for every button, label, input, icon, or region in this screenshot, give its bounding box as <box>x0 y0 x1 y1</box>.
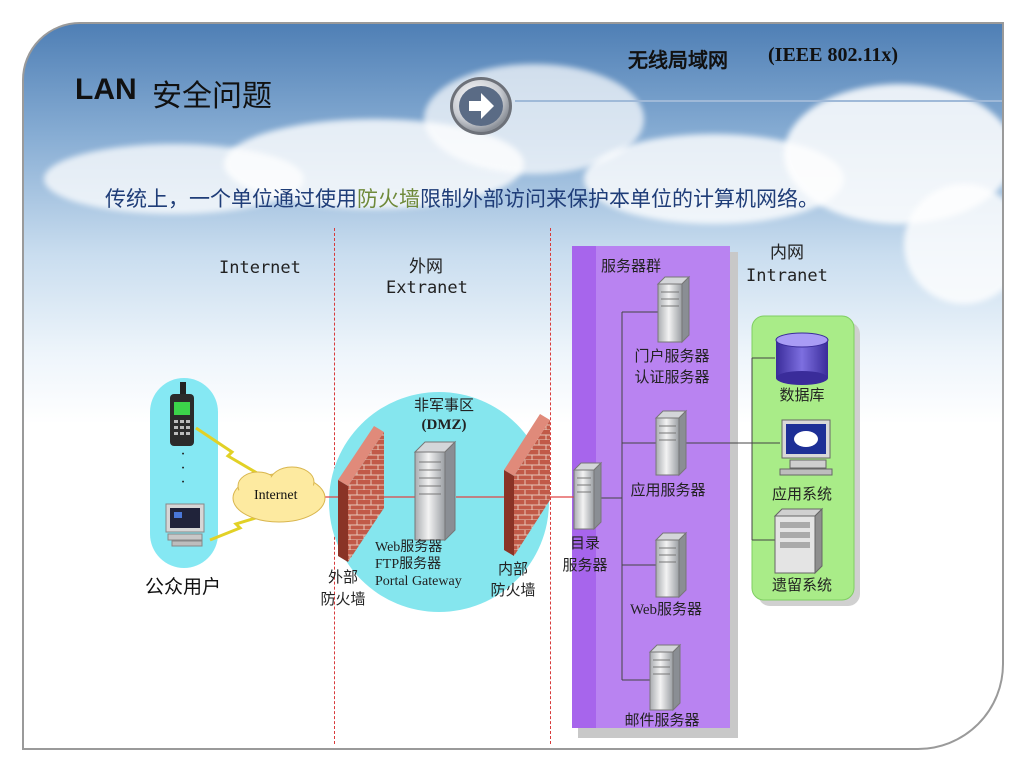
header-rule <box>515 100 1002 102</box>
database-icon <box>775 332 829 385</box>
zone-extranet-en: Extranet <box>386 278 468 298</box>
app-system-monitor-icon <box>779 419 833 476</box>
desktop-pc-icon <box>165 503 205 547</box>
legacy-system-icon <box>773 507 824 575</box>
web-server-label: Web服务器 <box>629 602 703 618</box>
next-arrow-button[interactable] <box>447 74 515 138</box>
subtitle-wlan: 无线局域网 <box>628 48 728 72</box>
database-label: 数据库 <box>779 386 825 404</box>
app-server-icon <box>654 409 688 477</box>
mail-server-icon <box>648 643 682 712</box>
public-users-label: 公众用户 <box>145 576 222 598</box>
portal-server-icon <box>656 275 691 344</box>
divider-extranet-intranet <box>550 228 551 744</box>
wireless-link-pc <box>209 514 263 542</box>
subtitle-ieee: (IEEE 802.11x) <box>768 44 899 66</box>
dmz-label-en: (DMZ) <box>421 417 467 433</box>
inner-firewall-label-1: 内部 <box>497 560 528 578</box>
mail-server-label: 邮件服务器 <box>624 711 700 729</box>
inner-firewall-icon <box>504 414 550 556</box>
directory-server-icon <box>572 461 603 531</box>
wireless-link-phone <box>195 426 263 478</box>
directory-server-label-1: 目录 <box>569 534 600 552</box>
server-farm-title: 服务器群 <box>600 257 661 275</box>
title-security: 安全问题 <box>152 79 272 114</box>
web-server-icon <box>654 531 688 599</box>
cloud-shape <box>904 184 1002 304</box>
description-part2: 限制外部访问来保护本单位的计算机网络。 <box>420 187 819 211</box>
title-lan: LAN <box>75 73 137 106</box>
inner-firewall-label-2: 防火墙 <box>490 581 536 599</box>
description-firewall: 防火墙 <box>357 187 420 211</box>
dmz-server-line3: Portal Gateway <box>375 574 462 589</box>
dmz-server-icon <box>413 440 457 542</box>
mobile-phone-icon <box>170 382 194 446</box>
app-system-label: 应用系统 <box>771 485 832 503</box>
dmz-server-line1: Web服务器 <box>375 540 443 555</box>
description: 传统上，一个单位通过使用防火墙限制外部访问来保护本单位的计算机网络。 <box>105 183 819 213</box>
directory-server-label-2: 服务器 <box>562 556 608 574</box>
outer-firewall-label-1: 外部 <box>327 568 358 586</box>
dmz-server-line2: FTP服务器 <box>375 557 442 572</box>
zone-extranet-cn: 外网 <box>409 257 443 277</box>
internet-cloud-label: Internet <box>254 488 298 503</box>
portal-server-label: 门户服务器 <box>634 347 710 365</box>
dmz-label-cn: 非军事区 <box>413 396 474 414</box>
zone-intranet-en: Intranet <box>746 266 828 286</box>
public-users-dots: · · · <box>180 446 186 491</box>
outer-firewall-label-2: 防火墙 <box>320 590 366 608</box>
internet-cloud-icon <box>232 466 326 523</box>
legacy-system-label: 遗留系统 <box>771 576 832 594</box>
connection-lines <box>600 311 780 681</box>
zone-intranet-cn: 内网 <box>770 243 804 263</box>
arrow-right-icon <box>469 93 494 119</box>
outer-firewall-icon <box>338 426 384 562</box>
app-server-label: 应用服务器 <box>630 481 706 499</box>
description-part1: 传统上，一个单位通过使用 <box>105 187 357 211</box>
zone-internet-label: Internet <box>219 258 301 278</box>
auth-server-label: 认证服务器 <box>634 368 710 386</box>
